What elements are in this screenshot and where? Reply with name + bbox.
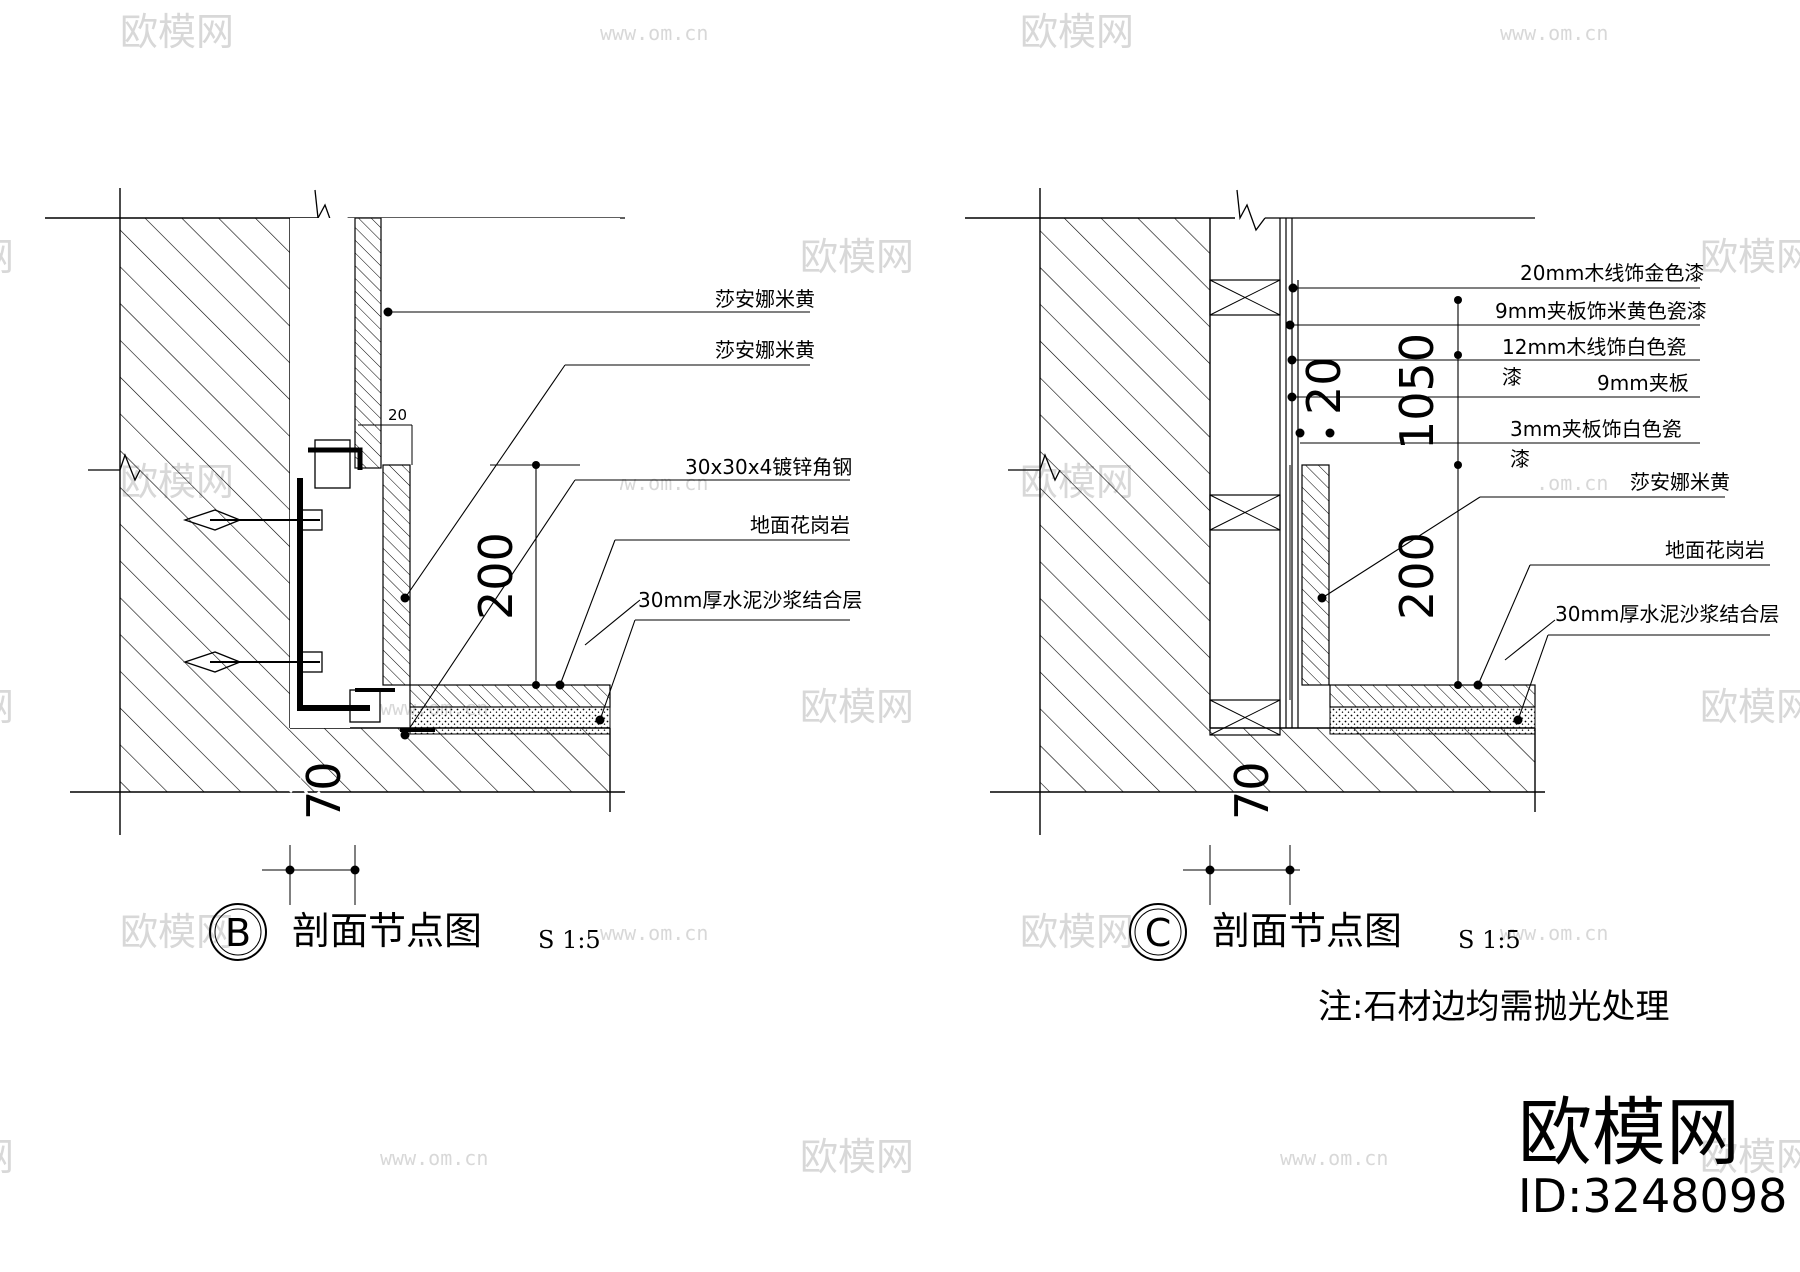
label-c-mortar: 30mm厚水泥沙浆结合层: [1555, 602, 1779, 626]
detail-b-scale: S 1:5: [538, 926, 601, 954]
watermark-brand: 欧模网: [800, 1135, 914, 1179]
watermark-url: www.om.cn: [1280, 1146, 1388, 1170]
label-c-1: 20mm木线饰金色漆: [1520, 261, 1704, 285]
watermark-brand: 欧模网: [1700, 1135, 1800, 1179]
detail-c-scale: S 1:5: [1458, 926, 1521, 954]
detail-c: 200 1050 20 70 20mm木线饰金色漆 9mm夹板饰米黄色瓷漆 12…: [965, 188, 1779, 961]
dim-bottom-label: 70: [297, 761, 351, 820]
detail-b-marker: B: [225, 911, 251, 955]
watermark-url: www.om.cn: [600, 21, 708, 45]
watermark-brand: 欧模网: [120, 910, 234, 954]
dim-bottom-label: 70: [1225, 761, 1279, 820]
label-c-4: 9mm夹板: [1597, 371, 1689, 395]
watermark-brand: 欧模网: [0, 685, 14, 729]
label-granite: 地面花岗岩: [750, 513, 850, 537]
label-mortar: 30mm厚水泥沙浆结合层: [638, 588, 862, 612]
watermark-url: www.om.cn: [1500, 21, 1608, 45]
label-stone-1: 莎安娜米黄: [715, 287, 815, 311]
anchor-bolt-icon: [182, 651, 323, 673]
brand-name: 欧模网: [1518, 1090, 1740, 1176]
brand-id: ID:3248098: [1518, 1169, 1787, 1223]
watermark-brand: 欧模网: [1700, 235, 1800, 279]
watermark-brand: 欧模网: [120, 10, 234, 54]
label-stone-2: 莎安娜米黄: [715, 338, 815, 362]
general-note: 注:石材边均需抛光处理: [1318, 987, 1669, 1027]
watermark-layer: 欧模网 www.om.cn 欧模网 www.om.cn 欧模网 www.om.cn 欧模网 w…: [0, 10, 1800, 1179]
dim-height-label: 200: [469, 532, 523, 620]
label-c-5b: 漆: [1510, 447, 1530, 471]
label-c-stone: 莎安娜米黄: [1630, 470, 1730, 494]
dim-height-label: 200: [1390, 532, 1444, 620]
label-c-3b: 漆: [1502, 365, 1522, 389]
watermark-brand: 欧模网: [1700, 685, 1800, 729]
watermark-url: www.om.cn: [600, 921, 708, 945]
watermark-brand: 欧模网: [1020, 910, 1134, 954]
watermark-brand: 欧模网: [1020, 10, 1134, 54]
label-c-5: 3mm夹板饰白色瓷: [1510, 417, 1682, 441]
detail-b-title: 剖面节点图: [292, 909, 482, 953]
watermark-brand: 欧模网: [800, 235, 914, 279]
watermark-url: www.om.cn: [380, 1146, 488, 1170]
detail-c-marker: C: [1145, 911, 1172, 955]
dim-top2-label: 20: [1297, 356, 1351, 415]
label-c-3: 12mm木线饰白色瓷: [1502, 335, 1686, 359]
dim-gap-label: 20: [388, 406, 407, 424]
detail-b: 200 20 70 莎安娜米黄 莎安娜米黄 30x30x4镀锌角钢 地面花岗岩 …: [45, 188, 862, 961]
label-c-2: 9mm夹板饰米黄色瓷漆: [1495, 299, 1707, 323]
label-c-granite: 地面花岗岩: [1665, 538, 1765, 562]
label-angle-steel: 30x30x4镀锌角钢: [685, 455, 852, 479]
watermark-url: www.om.cn: [1500, 921, 1608, 945]
watermark-brand: 欧模网: [0, 1135, 14, 1179]
dim-top-label: 1050: [1390, 333, 1444, 450]
anchor-bolt-icon: [182, 509, 323, 531]
watermark-brand: 欧模网: [0, 235, 14, 279]
watermark-brand: 欧模网: [800, 685, 914, 729]
detail-c-title: 剖面节点图: [1212, 909, 1402, 953]
